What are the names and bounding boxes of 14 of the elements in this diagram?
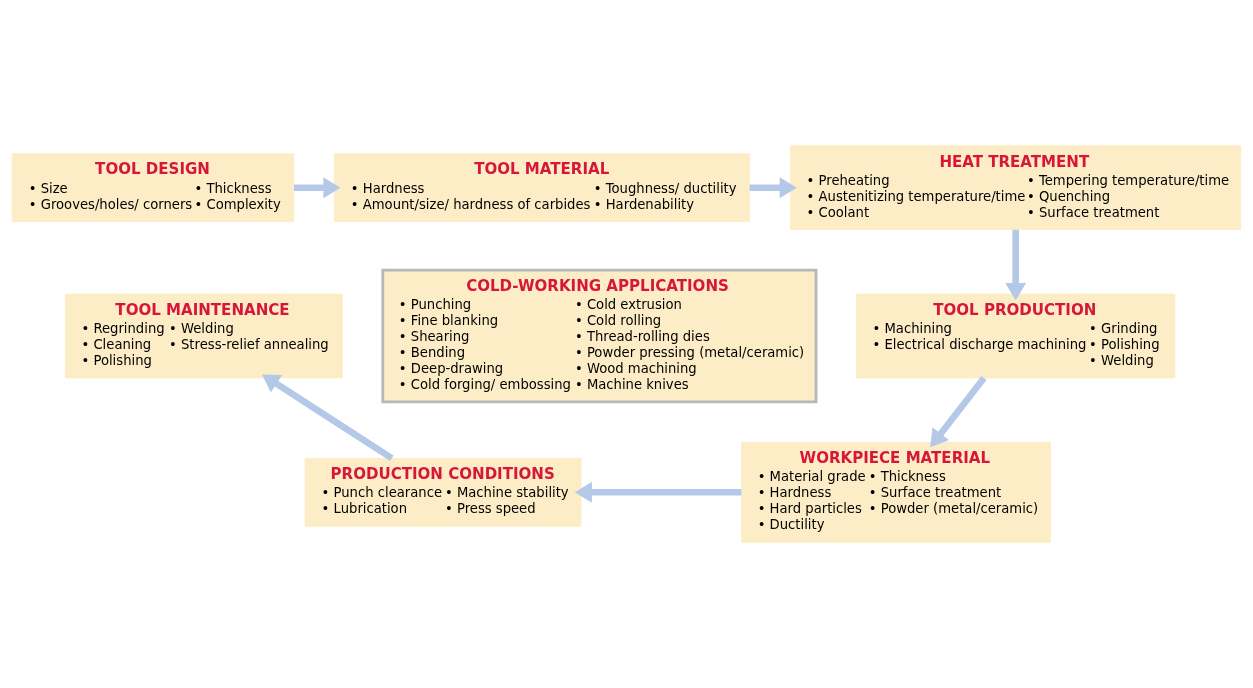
node-box: TOOL PRODUCTION • Machining • Grinding • Electrical discharge machining • Polishing • Welding — [856, 293, 1176, 379]
arrow — [749, 177, 797, 199]
node-box: WORKPIECE MATERIAL • Material grade • Thickness • Hardness • Surface treatment • Hard particles • Powder (metal/ceramic) • Ductility — [741, 441, 1051, 543]
arrow — [262, 374, 394, 462]
node-box: HEAT TREATMENT • Preheating • Tempering temperature/time • Austenitizing temperature/time• Quenching • Coolant • Surface treatment — [790, 145, 1242, 231]
node-box: PRODUCTION CONDITIONS • Punch clearance • Machine stability • Lubrication • Press speed — [304, 457, 582, 527]
node-box: COLD-WORKING APPLICATIONS • Punching • Cold extrusion • Fine blanking • Cold rolling • Shearing • Thread-rolling dies • Bending • Powder pressing (metal/ceramic) • Deep-drawing • Wood machining • Cold forging/ embossing • Machine knives — [381, 268, 818, 404]
arrow — [1005, 229, 1027, 301]
arrow — [574, 481, 742, 503]
node-box: TOOL MATERIAL • Hardness • Toughness/ ductility • Amount/size/ hardness of carbides • Hardenability — [333, 153, 751, 223]
arrow — [930, 375, 987, 448]
arrow — [293, 177, 341, 199]
node-box: TOOL DESIGN • Size • Thickness • Grooves/holes/ corners • Complexity — [11, 153, 295, 223]
node-box: TOOL MAINTENANCE • Regrinding • Welding • Cleaning • Stress-relief annealing • Polishing — [65, 293, 343, 379]
